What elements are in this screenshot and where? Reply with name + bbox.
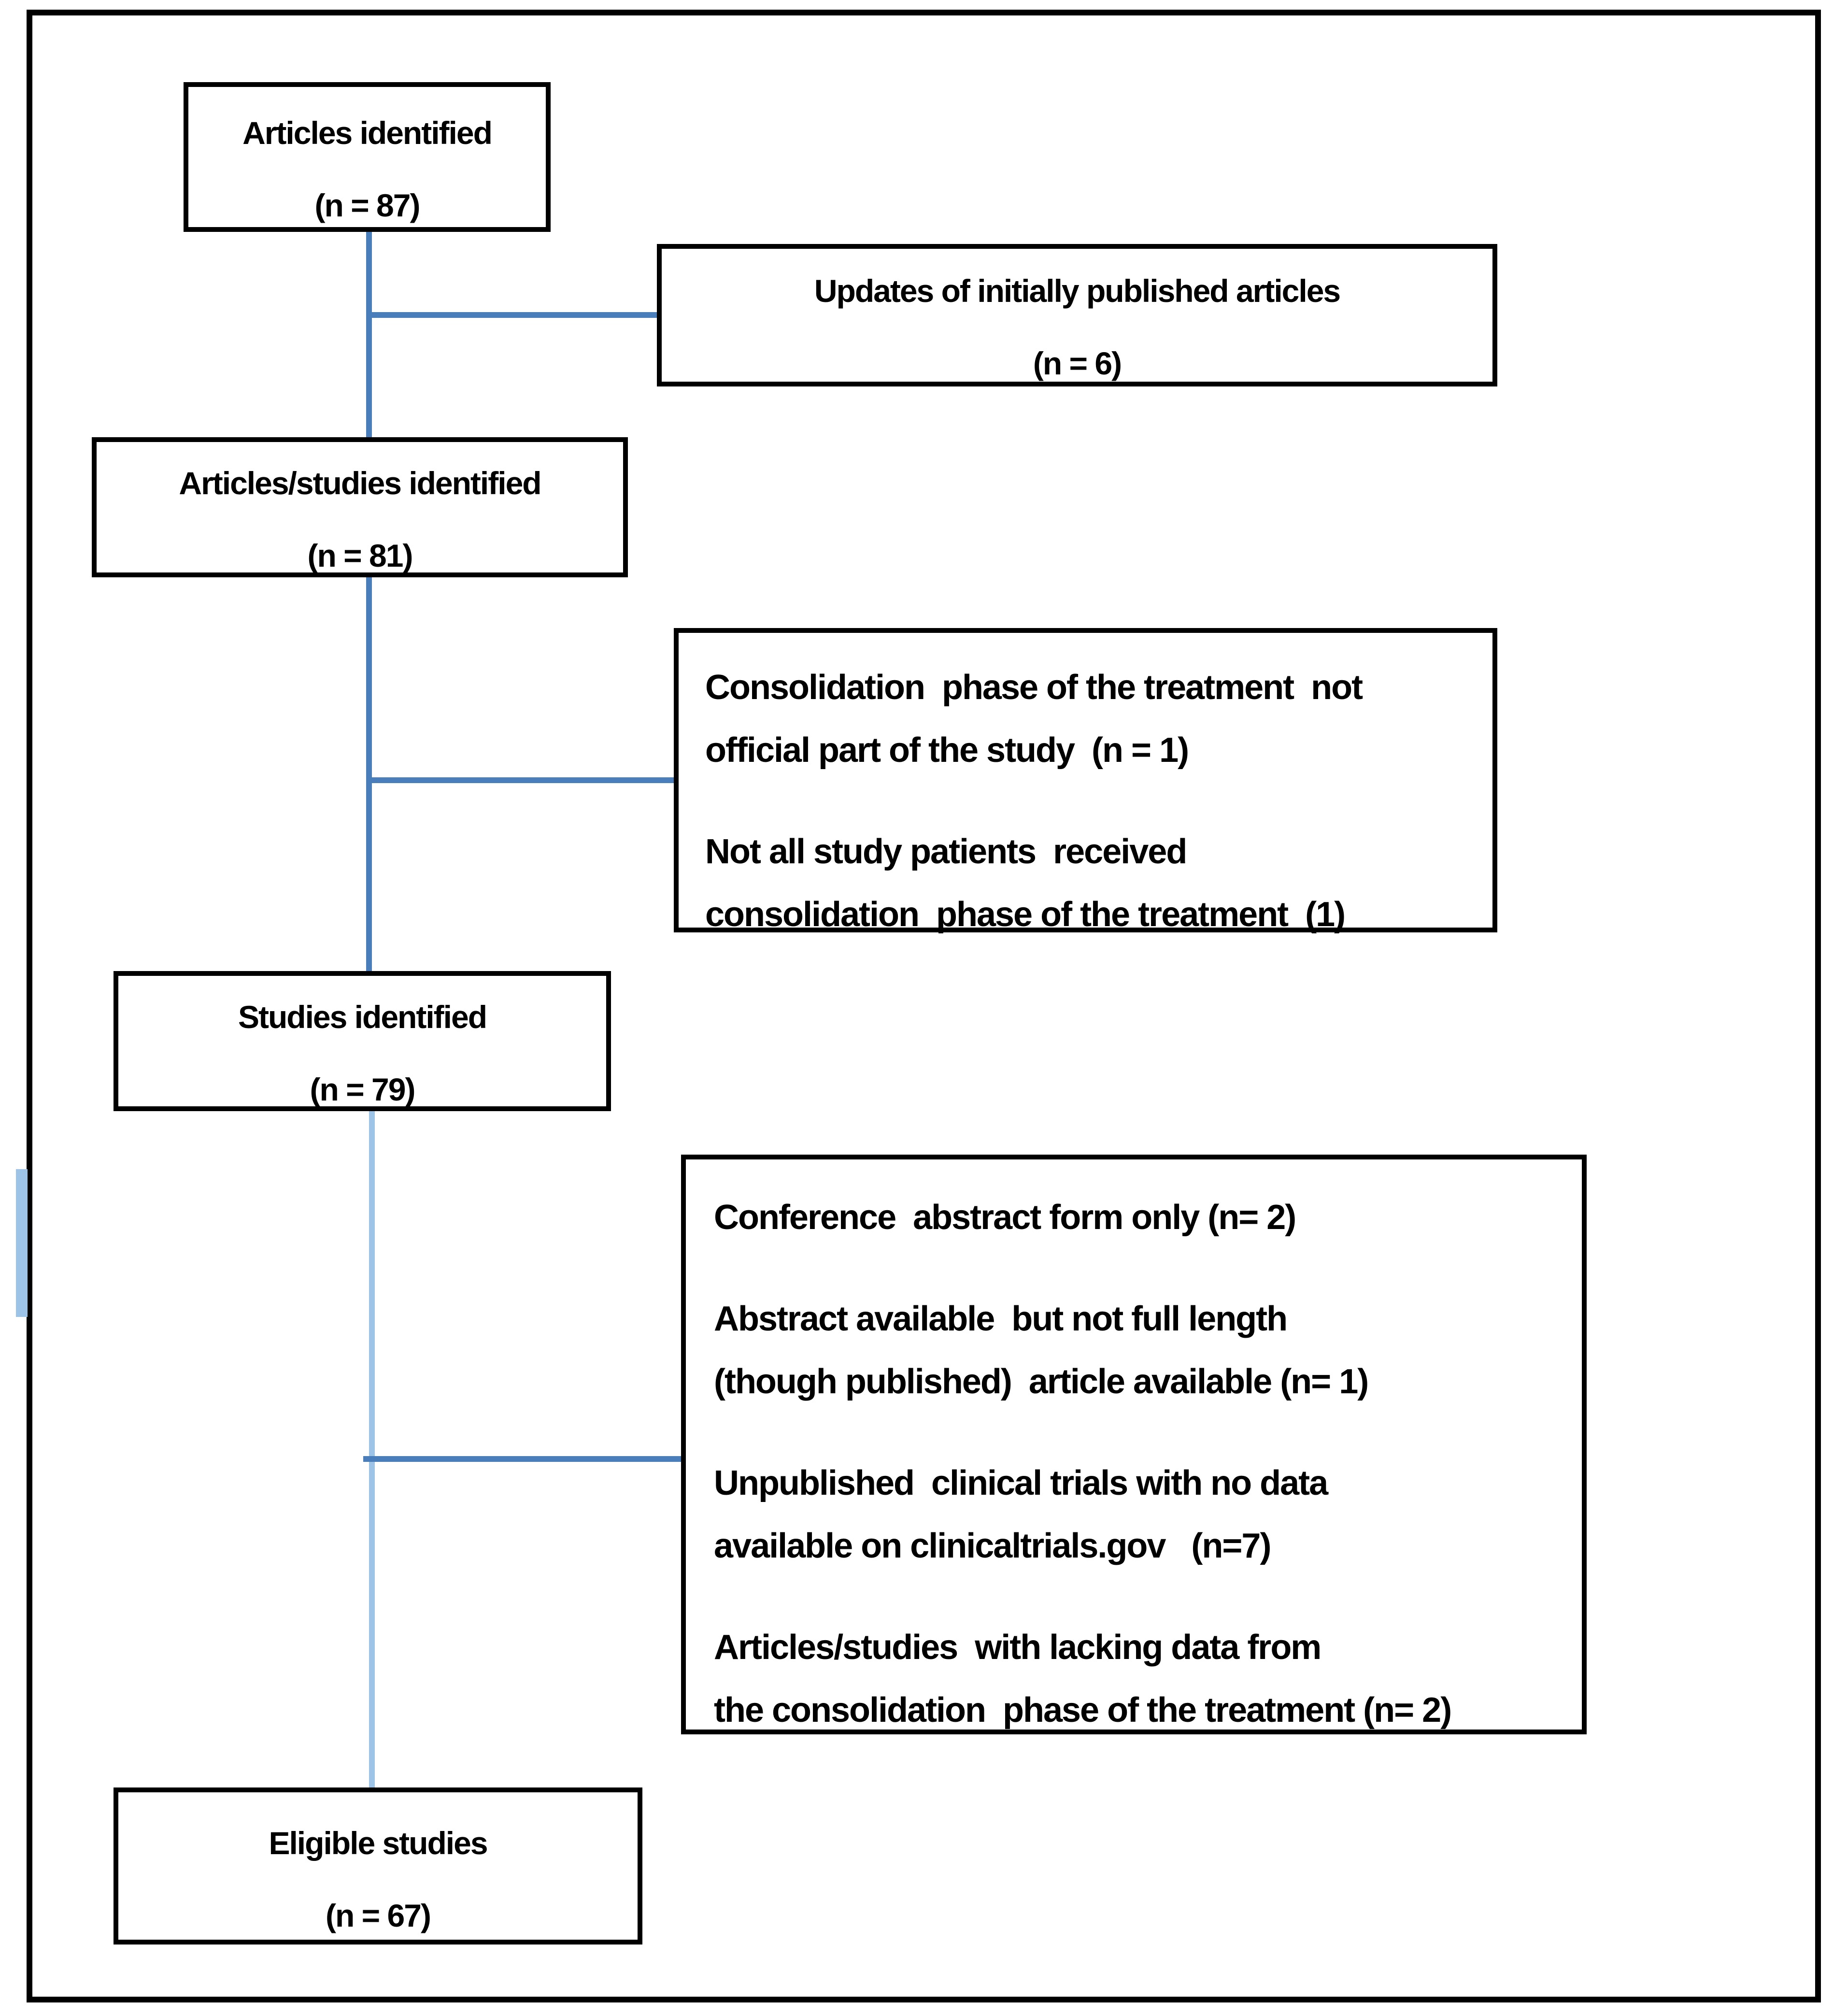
- box-consolidation-exclusions: Consolidation phase of the treatment not…: [674, 628, 1497, 934]
- box-studies-identified-count: (n = 79): [310, 1072, 416, 1107]
- box-updates-label: Updates of initially published articles: [814, 273, 1341, 309]
- connector-vertical-1: [366, 232, 372, 440]
- connector-branch-study-exclusions: [363, 1456, 682, 1462]
- connector-vertical-3: [369, 1111, 375, 1790]
- exclusion-text-line: Unpublished clinical trials with no data: [714, 1464, 1328, 1502]
- exclusion-text-line: Conference abstract form only (n= 2): [714, 1198, 1296, 1237]
- exclusion-text-line: consolidation phase of the treatment (1): [705, 895, 1346, 934]
- connector-branch-updates: [366, 312, 658, 318]
- box-studies-identified-label: Studies identified: [238, 999, 487, 1035]
- left-edge-highlight-bar: [16, 1169, 28, 1317]
- paragraph-gap: [705, 782, 1466, 820]
- connector-branch-consolidation: [366, 777, 675, 783]
- exclusion-text-line: Not all study patients received: [705, 832, 1187, 871]
- exclusion-text-line: the consolidation phase of the treatment…: [714, 1691, 1452, 1730]
- exclusion-text-line: official part of the study (n = 1): [705, 731, 1189, 770]
- box-articles-identified-count: (n = 87): [314, 187, 421, 223]
- box-study-exclusions: Conference abstract form only (n= 2) Abs…: [681, 1155, 1587, 1734]
- box-updates-exclusion: Updates of initially published articles …: [657, 244, 1497, 386]
- box-articles-studies-label: Articles/studies identified: [179, 465, 541, 501]
- box-articles-studies-identified: Articles/studies identified (n = 81): [92, 437, 628, 577]
- exclusion-text-line: Consolidation phase of the treatment not: [705, 668, 1363, 707]
- box-articles-identified: Articles identified (n = 87): [184, 82, 551, 232]
- box-eligible-studies: Eligible studies (n = 67): [114, 1787, 642, 1945]
- paragraph-gap: [714, 1577, 1554, 1616]
- paragraph-gap: [714, 1413, 1554, 1452]
- exclusion-text-line: available on clinicaltrials.gov (n=7): [714, 1527, 1271, 1565]
- exclusion-text-line: (though published) article available (n=…: [714, 1362, 1369, 1401]
- box-eligible-studies-count: (n = 67): [326, 1898, 431, 1933]
- exclusion-text-line: Articles/studies with lacking data from: [714, 1628, 1321, 1667]
- paragraph-gap: [714, 1249, 1554, 1287]
- box-articles-identified-label: Articles identified: [242, 115, 493, 151]
- box-articles-studies-count: (n = 81): [307, 538, 413, 573]
- box-eligible-studies-label: Eligible studies: [269, 1825, 488, 1861]
- box-studies-identified: Studies identified (n = 79): [114, 971, 611, 1111]
- exclusion-text-line: Abstract available but not full length: [714, 1300, 1288, 1338]
- box-updates-count: (n = 6): [1033, 345, 1122, 381]
- connector-vertical-2: [366, 577, 372, 973]
- outer-frame: [27, 10, 1821, 2002]
